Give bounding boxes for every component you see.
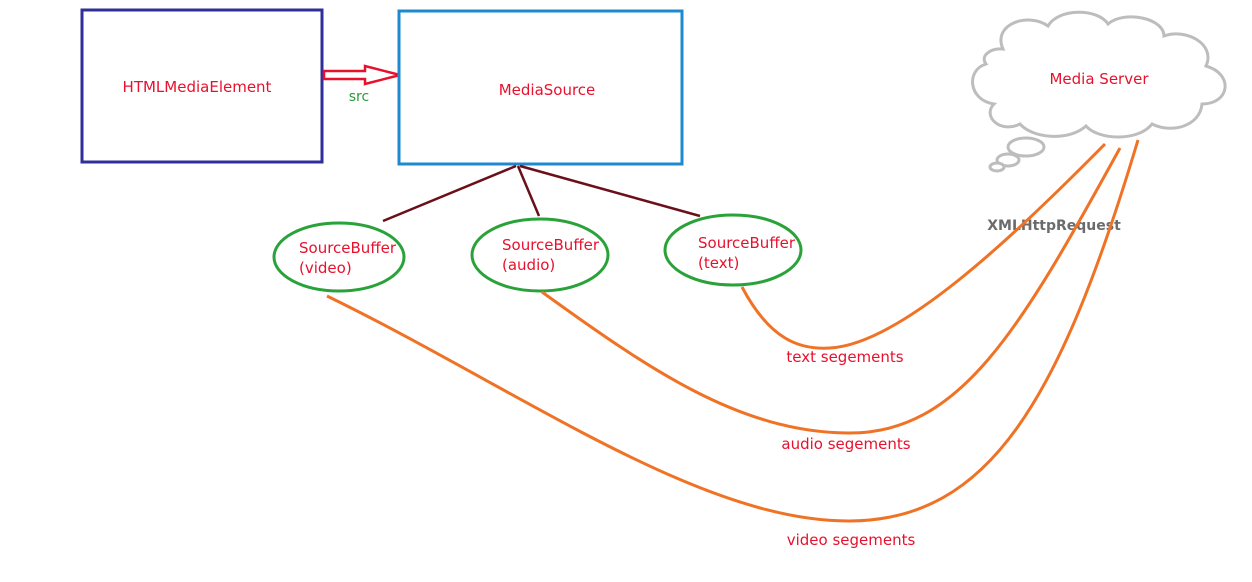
segment-curves — [326, 139, 1140, 523]
source-buffer-video-label-2: (video) — [299, 259, 352, 277]
source-buffer-text-node: SourceBuffer (text) — [663, 213, 803, 287]
html-media-element-label: HTMLMediaElement — [123, 78, 272, 96]
video-segments-curve — [326, 139, 1140, 523]
media-source-branches — [382, 164, 701, 223]
text-segments-curve — [740, 142, 1107, 350]
audio-segments-label: audio segements — [781, 435, 910, 453]
source-buffer-video-ellipse — [272, 221, 406, 293]
src-arrow-shape — [322, 64, 401, 86]
cloud-icon — [971, 10, 1227, 139]
cloud-bubble-large — [1006, 136, 1046, 158]
video-segments-label: video segements — [787, 531, 916, 549]
audio-segments-curve — [541, 147, 1122, 435]
source-buffer-video-label-1: SourceBuffer — [299, 239, 397, 257]
source-buffer-audio-label-1: SourceBuffer — [502, 236, 600, 254]
text-segments-label: text segements — [786, 348, 903, 366]
media-server-node — [971, 10, 1227, 173]
source-buffer-text-label-1: SourceBuffer — [698, 234, 796, 252]
source-buffer-text-ellipse — [663, 213, 803, 287]
media-source-box — [397, 9, 684, 166]
source-buffer-audio-label-2: (audio) — [502, 256, 555, 274]
html-media-element-node: HTMLMediaElement — [80, 8, 324, 164]
media-source-label: MediaSource — [499, 81, 596, 99]
src-label: src — [349, 89, 369, 105]
html-media-element-box — [80, 8, 324, 164]
source-buffer-text-label-2: (text) — [698, 254, 739, 272]
source-buffer-audio-ellipse — [470, 217, 610, 293]
source-buffer-video-node: SourceBuffer (video) — [272, 221, 406, 293]
src-arrow: src — [322, 64, 401, 105]
branch-to-audio — [516, 165, 541, 217]
branch-to-text — [519, 164, 701, 218]
branch-to-video — [382, 164, 517, 223]
cloud-bubble-small — [988, 161, 1006, 173]
xhr-label: XMLHttpRequest — [987, 218, 1121, 234]
media-source-node: MediaSource — [397, 9, 684, 166]
source-buffer-audio-node: SourceBuffer (audio) — [470, 217, 610, 293]
media-server-label: Media Server — [1049, 70, 1149, 88]
